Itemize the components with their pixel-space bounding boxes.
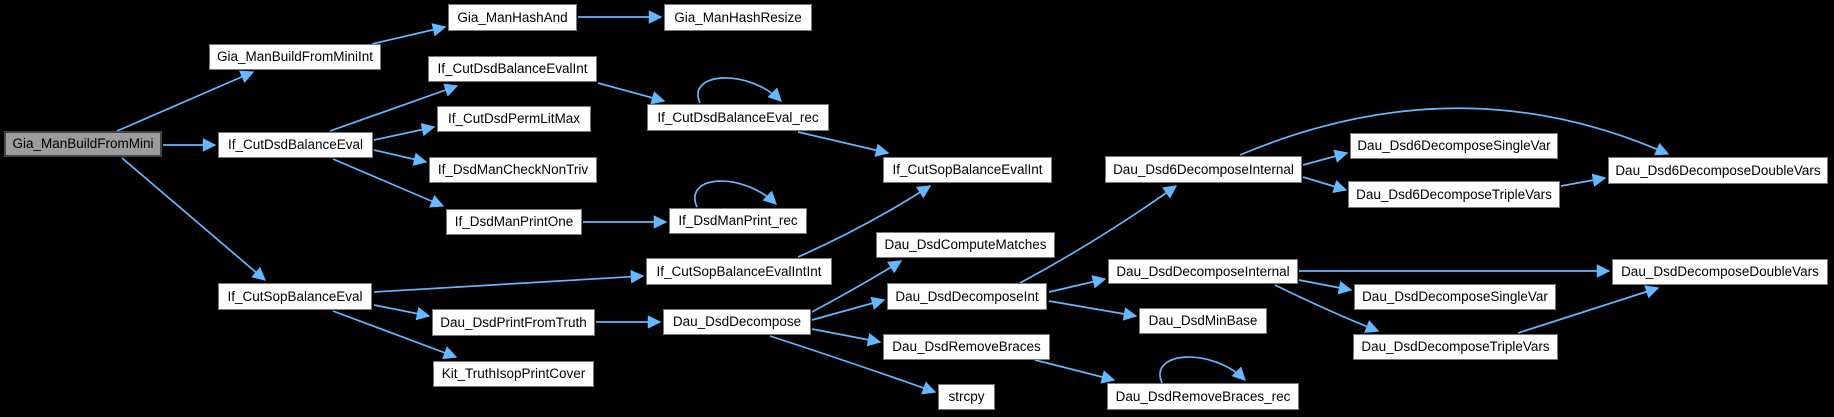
node-label-dau-dsd6-decompose-double-vars: Dau_Dsd6DecomposeDoubleVars — [1615, 162, 1821, 178]
edge-dau-dsd-decompose-int-to-dau-dsd6-decompose-internal — [1019, 185, 1178, 284]
edge-if-cut-sop-balance-eval-int-int-to-if-cut-sop-balance-eval-int — [797, 185, 932, 258]
node-label-dau-dsd-decompose: Dau_DsdDecompose — [672, 314, 802, 330]
node-label-dau-dsd-min-base: Dau_DsdMinBase — [1148, 313, 1258, 329]
node-strcpy[interactable]: strcpy — [938, 384, 995, 410]
node-if-cut-sop-balance-eval-int-int[interactable]: If_CutSopBalanceEvalIntInt — [646, 258, 832, 285]
node-label-if-cut-sop-balance-eval-int-int: If_CutSopBalanceEvalIntInt — [656, 263, 822, 279]
node-if-cut-dsd-balance-eval-int[interactable]: If_CutDsdBalanceEvalInt — [428, 56, 597, 82]
edge-dau-dsd-decompose-internal-to-dau-dsd-decompose-single-var — [1298, 279, 1353, 295]
edge-dau-dsd-decompose-to-strcpy — [769, 335, 937, 395]
edge-dau-dsd-decompose-triple-vars-to-dau-dsd-decompose-double-vars — [1517, 285, 1660, 334]
node-label-dau-dsd-decompose-triple-vars: Dau_DsdDecomposeTripleVars — [1361, 339, 1550, 355]
edge-dau-dsd6-decompose-internal-to-dau-dsd6-decompose-single-var — [1302, 149, 1349, 166]
node-gia-man-build-from-mini: Gia_ManBuildFromMini — [4, 131, 162, 157]
self-loop-dau-dsd-remove-braces-rec — [1159, 356, 1246, 384]
node-if-dsd-man-print-one[interactable]: If_DsdManPrintOne — [446, 209, 582, 235]
edge-dau-dsd-decompose-to-dau-dsd-decompose-int — [811, 296, 886, 321]
node-label-gia-man-build-from-mini: Gia_ManBuildFromMini — [12, 136, 154, 152]
node-label-if-cut-sop-balance-eval-int: If_CutSopBalanceEvalInt — [892, 162, 1043, 178]
node-if-cut-dsd-balance-eval-rec[interactable]: If_CutDsdBalanceEval_rec — [647, 104, 829, 131]
node-label-dau-dsd6-decompose-triple-vars: Dau_Dsd6DecomposeTripleVars — [1356, 186, 1552, 202]
edge-if-cut-dsd-balance-eval-to-if-cut-dsd-perm-lit-max — [373, 122, 436, 141]
node-dau-dsd-decompose-single-var[interactable]: Dau_DsdDecomposeSingleVar — [1354, 284, 1556, 310]
node-label-kit-truth-isop-print-cover: Kit_TruthIsopPrintCover — [441, 366, 586, 382]
node-label-if-cut-dsd-balance-eval-rec: If_CutDsdBalanceEval_rec — [657, 109, 819, 125]
node-dau-dsd-compute-matches[interactable]: Dau_DsdComputeMatches — [876, 232, 1055, 258]
node-if-dsd-man-print-rec[interactable]: If_DsdManPrint_rec — [669, 208, 807, 234]
node-label-strcpy: strcpy — [948, 389, 985, 405]
self-loop-if-dsd-man-print-rec — [694, 180, 777, 208]
node-dau-dsd-remove-braces[interactable]: Dau_DsdRemoveBraces — [883, 334, 1050, 360]
node-dau-dsd-decompose-int[interactable]: Dau_DsdDecomposeInt — [887, 283, 1047, 310]
edge-gia-man-build-from-mini-to-gia-man-build-from-mini-int — [116, 70, 255, 132]
edge-dau-dsd-decompose-to-dau-dsd-compute-matches — [811, 260, 903, 313]
edge-dau-dsd-decompose-internal-to-dau-dsd-decompose-triple-vars — [1274, 284, 1380, 333]
node-label-if-cut-dsd-perm-lit-max: If_CutDsdPermLitMax — [447, 111, 581, 127]
edge-if-cut-sop-balance-eval-to-if-cut-sop-balance-eval-int-int — [373, 269, 645, 293]
node-if-cut-dsd-perm-lit-max[interactable]: If_CutDsdPermLitMax — [437, 106, 591, 132]
node-label-dau-dsd-remove-braces: Dau_DsdRemoveBraces — [892, 339, 1041, 355]
edge-dau-dsd6-decompose-internal-to-dau-dsd6-decompose-triple-vars — [1302, 176, 1348, 193]
edge-dau-dsd-decompose-int-to-dau-dsd-min-base — [1048, 300, 1138, 321]
edge-if-cut-dsd-balance-eval-int-to-if-cut-dsd-balance-eval-rec — [597, 82, 666, 105]
node-label-gia-man-build-from-mini-int: Gia_ManBuildFromMiniInt — [216, 49, 374, 65]
node-if-cut-sop-balance-eval[interactable]: If_CutSopBalanceEval — [218, 283, 372, 310]
node-label-dau-dsd6-decompose-single-var: Dau_Dsd6DecomposeSingleVar — [1357, 138, 1551, 154]
node-dau-dsd6-decompose-single-var[interactable]: Dau_Dsd6DecomposeSingleVar — [1350, 133, 1558, 159]
node-dau-dsd6-decompose-double-vars[interactable]: Dau_Dsd6DecomposeDoubleVars — [1608, 157, 1828, 184]
edge-if-cut-sop-balance-eval-to-kit-truth-isop-print-cover — [332, 310, 458, 360]
edge-dau-dsd6-decompose-triple-vars-to-dau-dsd6-decompose-double-vars — [1560, 173, 1607, 187]
node-gia-man-build-from-mini-int[interactable]: Gia_ManBuildFromMiniInt — [209, 44, 381, 70]
node-if-dsd-man-check-non-triv[interactable]: If_DsdManCheckNonTriv — [429, 157, 597, 183]
node-gia-man-hash-and[interactable]: Gia_ManHashAnd — [448, 4, 577, 31]
node-label-dau-dsd6-decompose-internal: Dau_Dsd6DecomposeInternal — [1113, 161, 1294, 177]
node-dau-dsd-print-from-truth[interactable]: Dau_DsdPrintFromTruth — [432, 309, 595, 336]
node-label-if-cut-dsd-balance-eval: If_CutDsdBalanceEval — [227, 137, 364, 153]
node-label-gia-man-hash-resize: Gia_ManHashResize — [674, 9, 802, 25]
node-label-gia-man-hash-and: Gia_ManHashAnd — [457, 9, 568, 25]
node-dau-dsd-decompose-double-vars[interactable]: Dau_DsdDecomposeDoubleVars — [1612, 259, 1828, 285]
node-dau-dsd-remove-braces-rec[interactable]: Dau_DsdRemoveBraces_rec — [1107, 383, 1299, 410]
node-label-dau-dsd-print-from-truth: Dau_DsdPrintFromTruth — [440, 314, 587, 330]
node-label-dau-dsd-remove-braces-rec: Dau_DsdRemoveBraces_rec — [1115, 388, 1291, 404]
node-dau-dsd6-decompose-internal[interactable]: Dau_Dsd6DecomposeInternal — [1105, 156, 1302, 183]
node-label-if-dsd-man-check-non-triv: If_DsdManCheckNonTriv — [437, 162, 589, 178]
node-label-dau-dsd-decompose-double-vars: Dau_DsdDecomposeDoubleVars — [1621, 264, 1819, 280]
edge-gia-man-build-from-mini-int-to-gia-man-hash-and — [371, 23, 447, 45]
node-label-dau-dsd-compute-matches: Dau_DsdComputeMatches — [884, 237, 1047, 253]
edge-if-cut-dsd-balance-eval-rec-to-if-cut-sop-balance-eval-int — [797, 131, 890, 157]
self-loop-if-cut-dsd-balance-eval-rec — [697, 77, 782, 104]
node-if-cut-sop-balance-eval-int[interactable]: If_CutSopBalanceEvalInt — [883, 157, 1052, 183]
edge-dau-dsd6-decompose-internal-to-dau-dsd6-decompose-double-vars — [1239, 107, 1670, 156]
node-label-if-dsd-man-print-one: If_DsdManPrintOne — [454, 214, 574, 230]
node-label-dau-dsd-decompose-int: Dau_DsdDecomposeInt — [895, 288, 1039, 304]
edge-dau-dsd-decompose-to-dau-dsd-remove-braces — [811, 328, 882, 347]
node-gia-man-hash-resize[interactable]: Gia_ManHashResize — [664, 4, 812, 31]
edge-dau-dsd-remove-braces-to-dau-dsd-remove-braces-rec — [1034, 359, 1116, 384]
node-dau-dsd-decompose-triple-vars[interactable]: Dau_DsdDecomposeTripleVars — [1353, 334, 1558, 360]
node-label-dau-dsd-decompose-single-var: Dau_DsdDecomposeSingleVar — [1362, 289, 1548, 305]
node-label-dau-dsd-decompose-internal: Dau_DsdDecomposeInternal — [1116, 263, 1290, 279]
node-dau-dsd6-decompose-triple-vars[interactable]: Dau_Dsd6DecomposeTripleVars — [1348, 181, 1560, 208]
node-kit-truth-isop-print-cover[interactable]: Kit_TruthIsopPrintCover — [433, 361, 594, 387]
node-if-cut-dsd-balance-eval[interactable]: If_CutDsdBalanceEval — [218, 132, 373, 158]
edge-if-cut-dsd-balance-eval-to-if-dsd-man-print-one — [332, 158, 445, 208]
edge-if-cut-dsd-balance-eval-to-if-dsd-man-check-non-triv — [373, 149, 428, 166]
edge-if-cut-sop-balance-eval-to-dau-dsd-print-from-truth — [373, 304, 431, 321]
node-dau-dsd-decompose-internal[interactable]: Dau_DsdDecomposeInternal — [1108, 259, 1298, 284]
node-label-if-cut-sop-balance-eval: If_CutSopBalanceEval — [227, 288, 363, 304]
node-dau-dsd-decompose[interactable]: Dau_DsdDecompose — [663, 309, 811, 335]
node-label-if-cut-dsd-balance-eval-int: If_CutDsdBalanceEvalInt — [437, 61, 588, 77]
node-dau-dsd-min-base[interactable]: Dau_DsdMinBase — [1139, 308, 1267, 334]
edge-dau-dsd-decompose-int-to-dau-dsd-decompose-internal — [1048, 275, 1107, 293]
node-label-if-dsd-man-print-rec: If_DsdManPrint_rec — [678, 213, 798, 229]
edge-gia-man-build-from-mini-to-if-cut-sop-balance-eval — [121, 157, 267, 281]
edge-if-cut-dsd-balance-eval-to-if-cut-dsd-balance-eval-int — [329, 83, 459, 132]
